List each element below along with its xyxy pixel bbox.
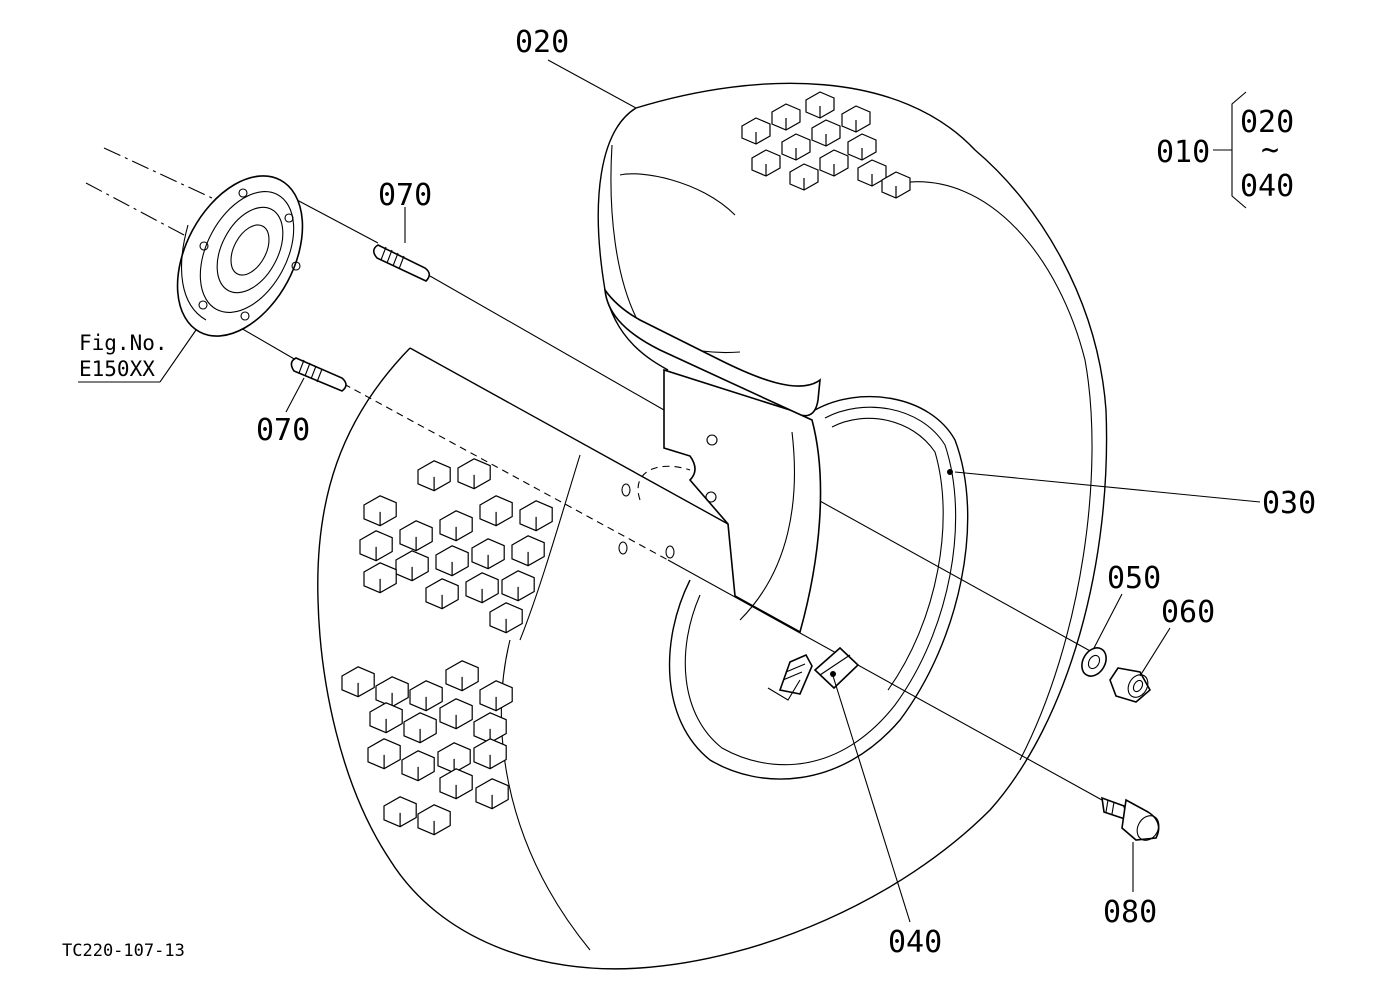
tread-lug	[437, 742, 471, 774]
label-050: 050	[1107, 561, 1161, 596]
tread-lug	[465, 572, 499, 604]
tread-lug	[805, 91, 835, 119]
tread-lug	[819, 149, 849, 177]
tread-lug	[751, 149, 781, 177]
part-labels: 020 030 040 050 060 070 070 080 010 020 …	[62, 25, 1316, 961]
tire-valve	[767, 646, 860, 701]
tread-lug	[445, 660, 479, 692]
figure-ref-line1: Fig.No.	[79, 331, 168, 355]
label-060: 060	[1161, 595, 1215, 630]
tread-lug	[395, 550, 429, 582]
washer	[1081, 647, 1107, 677]
label-range-tilde: ~	[1261, 133, 1279, 168]
rim	[618, 368, 969, 780]
tread-lug	[475, 778, 509, 810]
wheel-stud-lower	[290, 357, 347, 392]
tread-lug	[471, 538, 505, 570]
wheel-stud-upper	[372, 244, 431, 282]
tread-lug	[439, 698, 473, 730]
tread-lug	[519, 500, 553, 532]
tread-lug	[511, 535, 545, 567]
tread-lug	[363, 495, 397, 527]
tread-lug	[439, 510, 473, 542]
tread-lug	[425, 578, 459, 610]
tread-lug	[367, 738, 401, 770]
tread-lug	[359, 530, 393, 562]
tread-lug	[847, 133, 877, 161]
tread-lug	[479, 680, 513, 712]
tread-lug	[341, 666, 375, 698]
tread-lug	[479, 495, 513, 527]
tread-lug	[435, 545, 469, 577]
tire-body	[317, 82, 1108, 970]
label-070-upper: 070	[378, 178, 432, 213]
label-020: 020	[515, 25, 569, 60]
tread-lug	[399, 520, 433, 552]
label-070-lower: 070	[256, 413, 310, 448]
tread-lug	[457, 458, 491, 490]
tread-pattern	[341, 91, 911, 836]
tread-lug	[841, 105, 871, 133]
tread-lug	[369, 702, 403, 734]
tread-lug	[409, 680, 443, 712]
tread-lug	[401, 750, 435, 782]
tread-lug	[771, 103, 801, 131]
tread-lug	[741, 117, 771, 145]
tread-lug	[473, 738, 507, 770]
drawing-id: TC220-107-13	[62, 941, 185, 961]
figure-ref-line2: E150XX	[79, 357, 155, 381]
wheel-bolt	[1101, 796, 1160, 841]
tread-lug	[489, 602, 523, 634]
tread-lug	[417, 460, 451, 492]
tread-lug	[811, 119, 841, 147]
tread-lug	[417, 804, 451, 836]
rim-callout-dot	[947, 469, 953, 475]
wheel-nut	[1109, 667, 1152, 703]
label-030: 030	[1262, 486, 1316, 521]
tread-lug	[403, 712, 437, 744]
leader-lines	[78, 59, 1261, 923]
tread-lug	[375, 676, 409, 708]
label-080: 080	[1103, 895, 1157, 930]
tread-lug	[439, 768, 473, 800]
tread-lug	[857, 159, 887, 187]
tread-lug	[363, 562, 397, 594]
tread-lug	[383, 796, 417, 828]
label-range-from: 020	[1240, 105, 1294, 140]
tread-lug	[781, 133, 811, 161]
tread-lug	[881, 171, 911, 199]
label-010: 010	[1156, 135, 1210, 170]
label-range-to: 040	[1240, 169, 1294, 204]
label-040: 040	[888, 925, 942, 960]
tread-lug	[501, 570, 535, 602]
hub-flange	[176, 175, 304, 337]
tread-lug	[789, 163, 819, 191]
